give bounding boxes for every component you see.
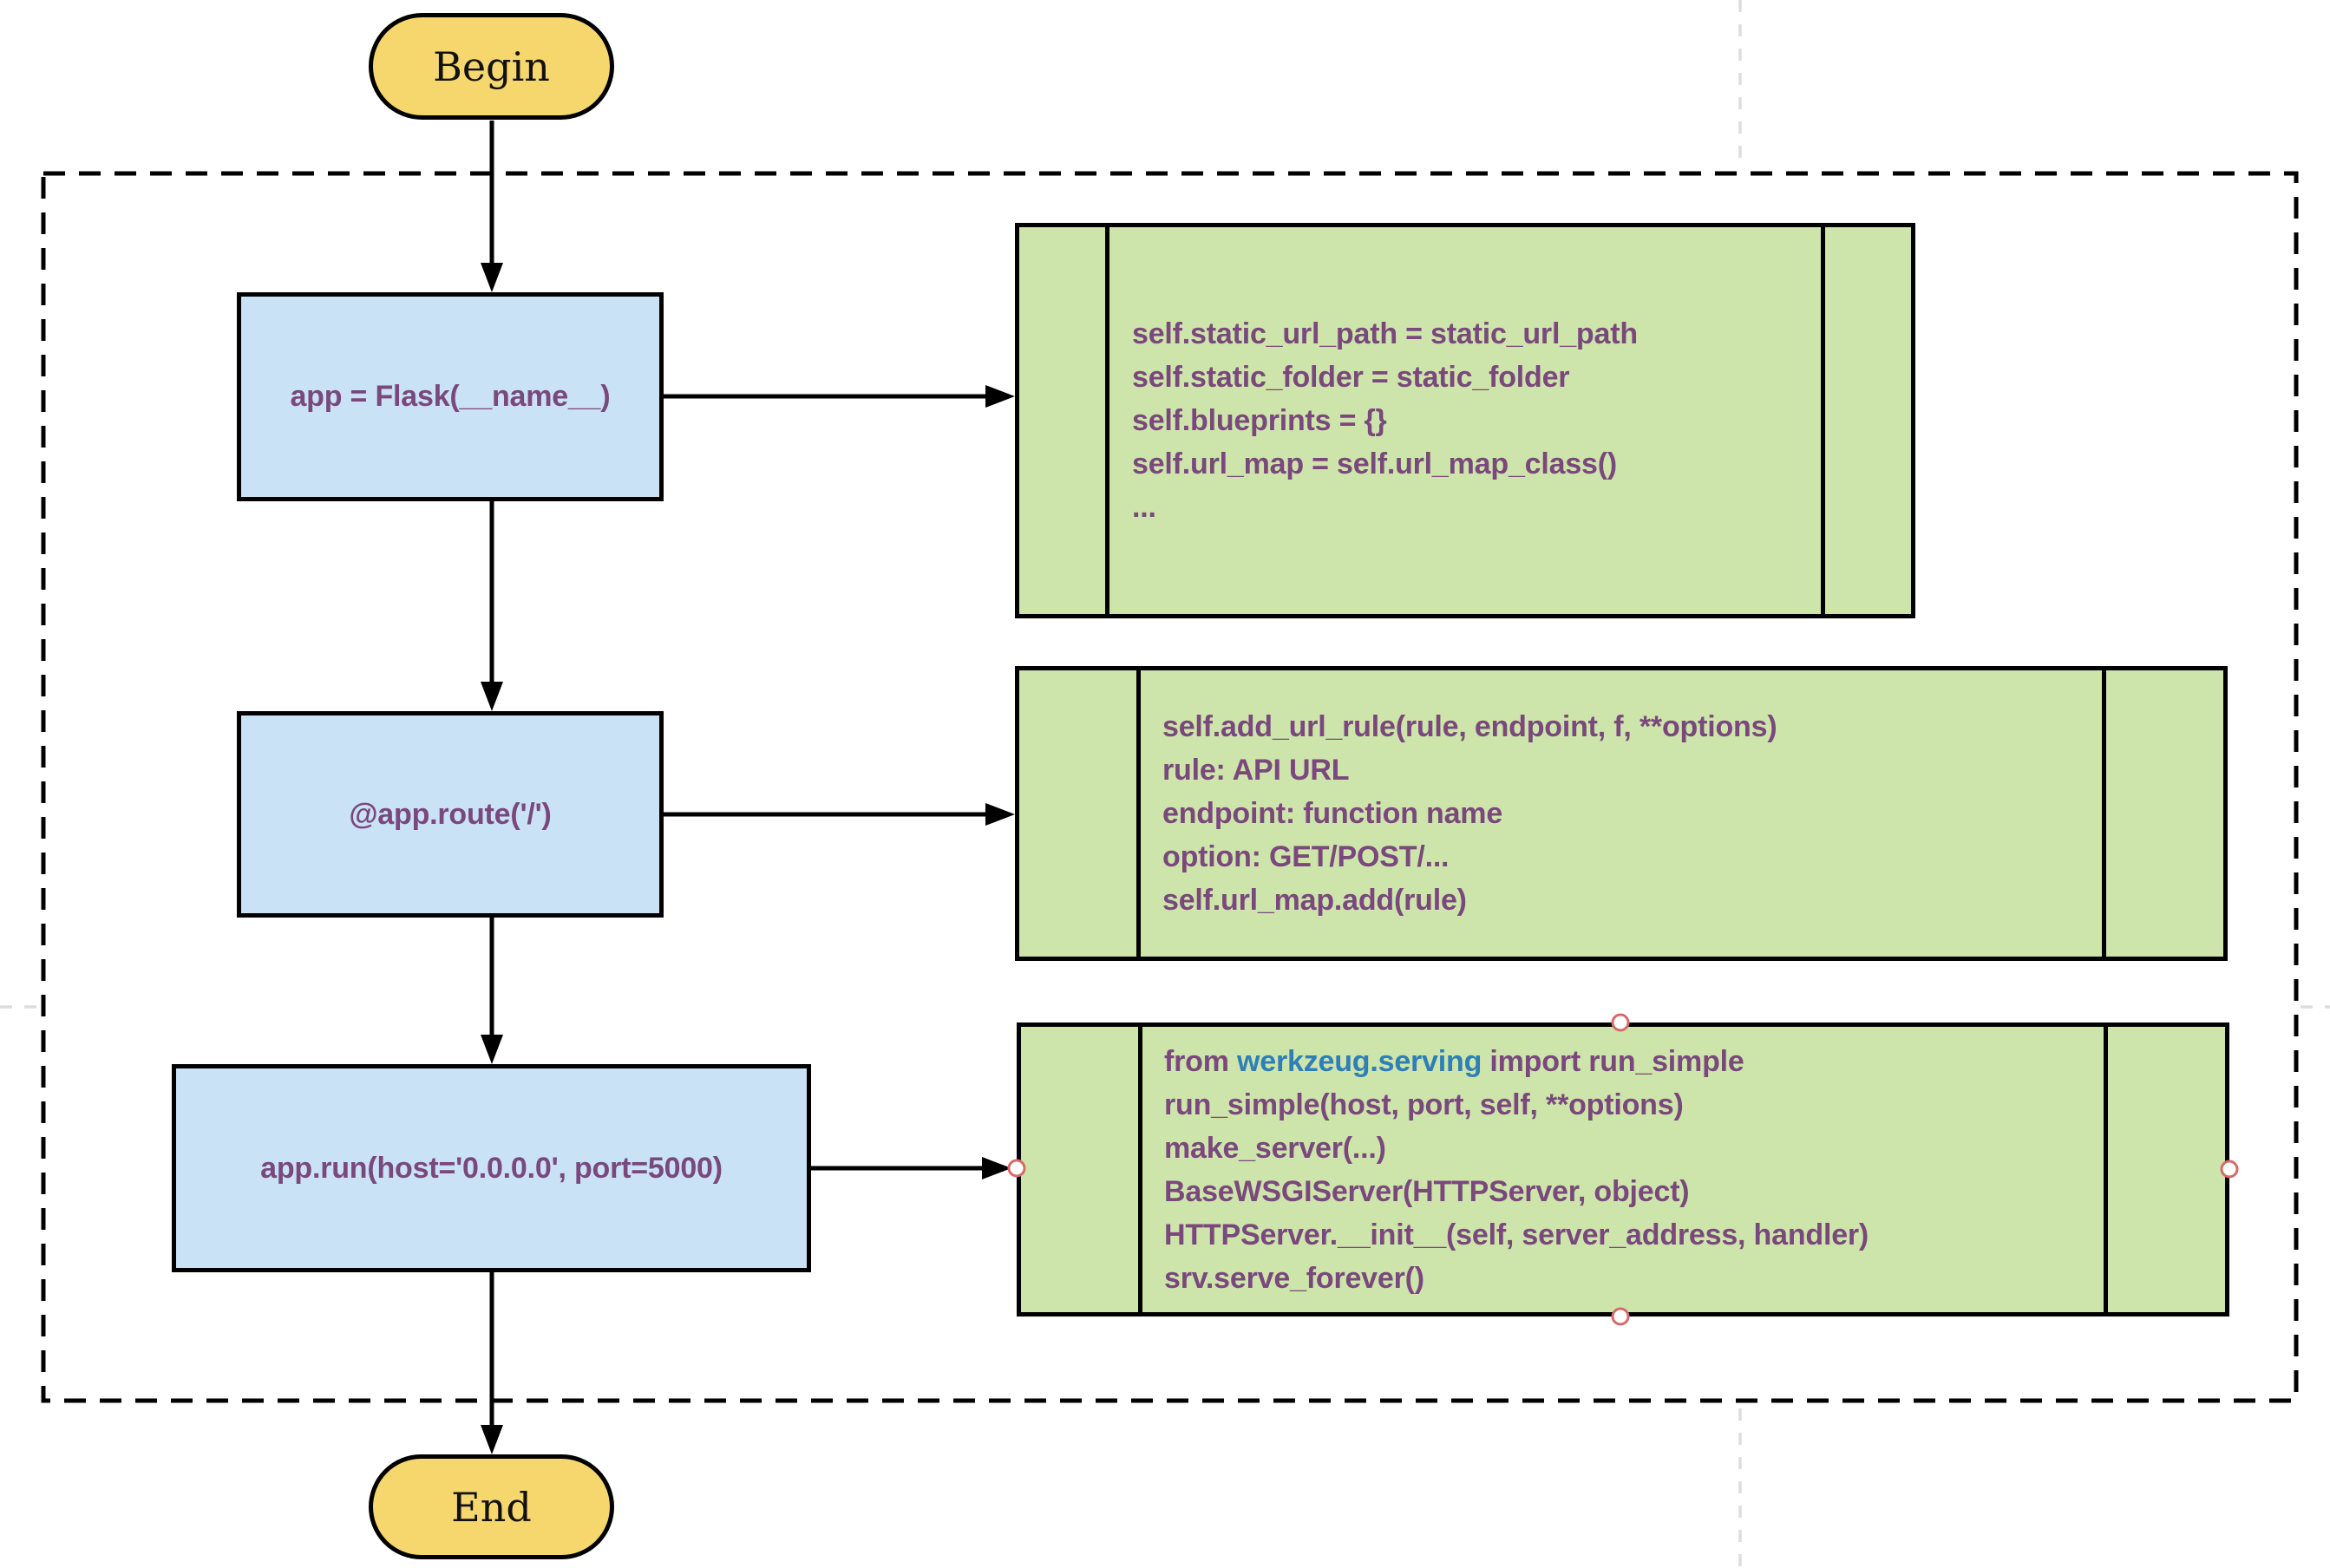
- detail-node-app-route[interactable]: self.add_url_rule(rule, endpoint, f, **o…: [1015, 666, 2228, 961]
- code-line: option: GET/POST/...: [1162, 840, 1450, 873]
- code-line: endpoint: function name: [1162, 797, 1503, 830]
- step-node-flask-init[interactable]: app = Flask(__name__): [237, 292, 664, 501]
- end-terminal-node[interactable]: End: [369, 1454, 614, 1559]
- code-line: self.blueprints = {}: [1132, 404, 1387, 437]
- process-bar-left: [1105, 227, 1109, 614]
- process-bar-right: [2102, 670, 2106, 957]
- arrowhead-run-to-detail: [982, 1157, 1011, 1179]
- step-label: @app.route('/'): [349, 797, 552, 831]
- arrowhead-begin-to-flask-init: [481, 263, 503, 292]
- step-label: app.run(host='0.0.0.0', port=5000): [260, 1151, 723, 1185]
- begin-label: Begin: [433, 42, 550, 90]
- code-line: self.add_url_rule(rule, endpoint, f, **o…: [1162, 710, 1777, 743]
- code-line: ...: [1132, 491, 1156, 524]
- arrowhead-flask-init-to-route: [481, 682, 503, 711]
- process-bar-right: [2104, 1027, 2108, 1312]
- code-line: self.url_map = self.url_map_class(): [1132, 448, 1617, 480]
- code-line: self.static_folder = static_folder: [1132, 361, 1570, 394]
- end-label: End: [451, 1483, 532, 1531]
- code-line: srv.serve_forever(): [1164, 1261, 1424, 1295]
- step-label: app = Flask(__name__): [290, 380, 611, 413]
- code-line: from werkzeug.serving import run_simple: [1164, 1044, 1744, 1078]
- code-line: make_server(...): [1164, 1131, 1386, 1165]
- begin-terminal-node[interactable]: Begin: [369, 13, 614, 120]
- code-line: self.static_url_path = static_url_path: [1132, 317, 1638, 350]
- code-line: rule: API URL: [1162, 754, 1350, 787]
- code-line: run_simple(host, port, self, **options): [1164, 1088, 1684, 1121]
- arrowhead-route-to-detail: [985, 803, 1015, 826]
- arrowhead-flask-init-to-detail: [985, 385, 1015, 408]
- arrowhead-route-to-run: [481, 1035, 503, 1064]
- code-line: BaseWSGIServer(HTTPServer, object): [1164, 1174, 1690, 1208]
- step-node-app-run[interactable]: app.run(host='0.0.0.0', port=5000): [172, 1064, 811, 1272]
- step-node-app-route[interactable]: @app.route('/'): [237, 711, 664, 918]
- code-line: HTTPServer.__init__(self, server_address…: [1164, 1218, 1869, 1251]
- arrowhead-run-to-end: [481, 1425, 503, 1454]
- code-line: self.url_map.add(rule): [1162, 884, 1467, 917]
- process-bar-left: [1138, 1027, 1142, 1312]
- detail-code-app-route: self.add_url_rule(rule, endpoint, f, **o…: [1162, 670, 2098, 957]
- process-bar-left: [1136, 670, 1141, 957]
- process-bar-right: [1821, 227, 1825, 614]
